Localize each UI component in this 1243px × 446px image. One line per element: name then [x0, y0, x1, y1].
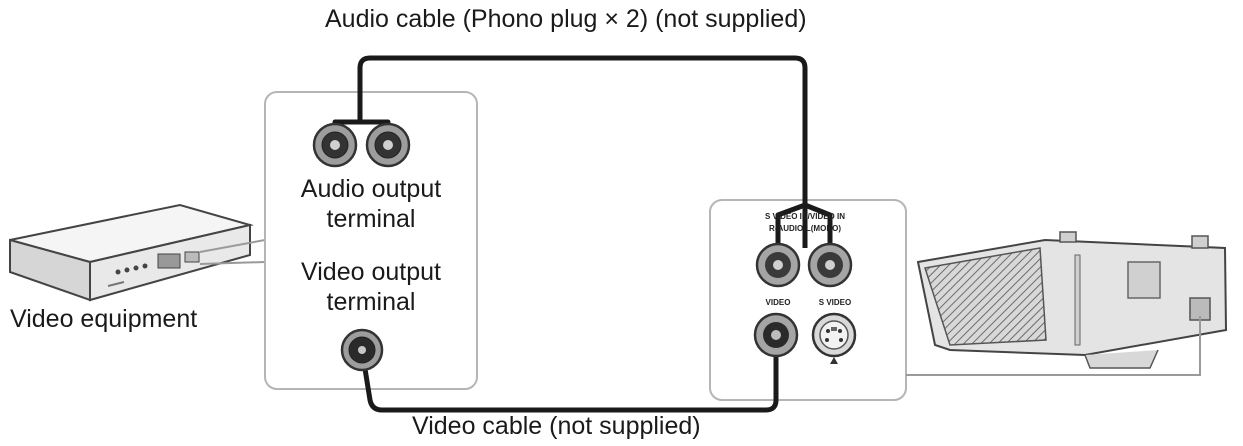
- video-equipment-icon: [9, 203, 254, 302]
- audio-input-jack-right: [755, 242, 801, 288]
- audio-input-jack-left: [807, 242, 853, 288]
- leader-line: [199, 239, 266, 253]
- audio-output-terminal-label: Audio output terminal: [281, 174, 461, 234]
- input-header-line2: R-AUDIO-L(MONO): [769, 224, 841, 233]
- video-input-label: VIDEO: [765, 298, 791, 307]
- audio-output-jack-left: [312, 122, 358, 168]
- audio-cable: [332, 55, 808, 248]
- video-output-label-line1: Video output: [301, 258, 441, 286]
- audio-output-label-line2: terminal: [326, 205, 416, 233]
- audio-cable-label: Audio cable (Phono plug × 2) (not suppli…: [325, 5, 807, 33]
- s-video-input-label: S VIDEO: [818, 298, 852, 307]
- video-output-label-line2: terminal: [326, 288, 416, 316]
- video-output-terminal-label: Video output terminal: [276, 257, 466, 317]
- leader-line: [906, 316, 1201, 376]
- leader-line: [199, 261, 266, 265]
- video-output-jack: [340, 328, 384, 372]
- projector-icon: [916, 231, 1228, 369]
- output-panel: [264, 91, 478, 390]
- audio-cable: [804, 202, 833, 255]
- s-video-input-jack: [811, 312, 857, 364]
- audio-output-label-line1: Audio output: [300, 175, 442, 203]
- video-cable-label: Video cable (not supplied): [412, 412, 701, 440]
- video-cable: [359, 335, 779, 413]
- audio-output-jack-right: [365, 122, 411, 168]
- input-header-line1: S VIDEO IN/VIDEO IN: [764, 212, 845, 221]
- video-input-jack: [753, 312, 799, 358]
- audio-cable: [775, 202, 806, 255]
- input-panel: [709, 199, 907, 401]
- video-equipment-label: Video equipment: [10, 305, 198, 333]
